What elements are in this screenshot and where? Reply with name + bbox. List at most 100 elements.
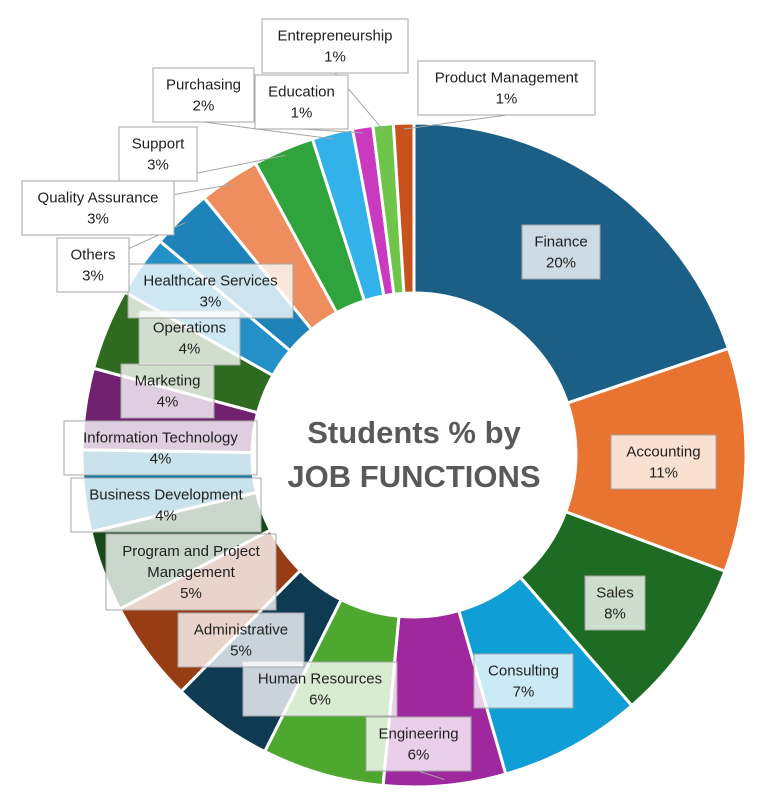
data-label-text: Education 1%	[268, 84, 335, 122]
data-label-category: Education	[268, 84, 335, 101]
data-label-value: 5%	[230, 643, 252, 660]
data-label-value: 8%	[604, 606, 626, 623]
data-label-text: Purchasing 2%	[166, 77, 241, 115]
data-label-text: Sales 8%	[596, 585, 634, 623]
data-label-value: 6%	[408, 747, 430, 764]
data-label-category: Quality Assurance	[38, 190, 159, 207]
data-label-text: Support 3%	[132, 136, 185, 174]
data-label-category: Consulting	[488, 663, 559, 680]
data-label-box	[365, 716, 472, 772]
data-label-category: Accounting	[626, 444, 700, 461]
slice-product-management	[391, 121, 416, 295]
chart-data-labels: Finance 20% Accounting 11% Sales 8% Consulting…	[21, 18, 717, 772]
data-label-value: 4%	[150, 451, 172, 468]
data-label-box	[138, 310, 241, 366]
data-label-box	[521, 224, 601, 280]
data-label-category: Entrepreneurship	[277, 28, 392, 45]
leader-line-product-management	[403, 114, 507, 130]
data-label-box	[120, 363, 215, 419]
data-label-value: 3%	[82, 268, 104, 285]
data-label-box	[254, 74, 349, 130]
data-label-box	[473, 653, 574, 709]
data-label-text: Product Management 1%	[435, 70, 579, 108]
data-label-value: 7%	[513, 684, 535, 701]
data-label-value: 3%	[200, 294, 222, 311]
data-label-category: Management	[147, 564, 235, 581]
chart-title-line-2: JOB FUNCTIONS	[287, 459, 540, 494]
data-label-text: Others 3%	[70, 247, 115, 285]
data-label-box	[127, 263, 294, 319]
data-label-text: Finance 20%	[534, 234, 587, 272]
data-label-education: Education 1%	[254, 74, 349, 130]
data-label-text: Operations 4%	[153, 320, 226, 358]
data-label-text: Consulting 7%	[488, 663, 559, 701]
data-label-category: Finance	[534, 234, 587, 251]
data-label-value: 4%	[179, 341, 201, 358]
data-label-value: 3%	[87, 211, 109, 228]
data-label-value: 3%	[147, 157, 169, 174]
data-label-box	[105, 533, 277, 611]
data-label-text: Marketing 4%	[135, 373, 201, 411]
data-label-category: Business Development	[89, 487, 243, 504]
data-label-box	[584, 575, 646, 631]
data-label-box	[63, 420, 258, 476]
data-label-product-management: Product Management 1%	[417, 60, 596, 116]
data-label-box	[70, 477, 262, 533]
data-label-category: Operations	[153, 320, 226, 337]
data-label-value: 11%	[649, 465, 678, 482]
data-label-category: Program and Project	[122, 543, 260, 560]
data-label-category: Product Management	[435, 70, 579, 87]
leader-line-engineering	[418, 770, 445, 781]
chart-center-title: Students % by JOB FUNCTIONS	[287, 415, 540, 494]
data-label-category: Healthcare Services	[143, 273, 277, 290]
data-label-value: 5%	[180, 585, 202, 602]
data-label-value: 2%	[193, 98, 215, 115]
data-label-accounting: Accounting 11%	[610, 434, 717, 490]
data-label-finance: Finance 20%	[521, 224, 601, 280]
data-label-value: 6%	[309, 692, 331, 709]
data-label-text: Quality Assurance 3%	[38, 190, 159, 228]
data-label-box	[152, 67, 255, 123]
data-label-box	[56, 237, 130, 293]
data-label-value: 1%	[291, 105, 313, 122]
data-label-category: Sales	[596, 585, 634, 602]
data-label-box	[242, 661, 398, 717]
data-label-others: Others 3%	[56, 237, 130, 293]
leader-line-purchasing	[203, 121, 334, 140]
data-label-support: Support 3%	[118, 126, 198, 182]
data-label-category: Support	[132, 136, 185, 153]
data-label-category: Marketing	[135, 373, 201, 390]
data-label-healthcare-services: Healthcare Services 3%	[127, 263, 294, 319]
data-label-box	[177, 612, 305, 668]
data-label-value: 20%	[546, 255, 576, 272]
data-label-sales: Sales 8%	[584, 575, 646, 631]
data-label-box	[118, 126, 198, 182]
data-label-value: 4%	[155, 508, 177, 525]
data-label-category: Others	[70, 247, 115, 264]
data-label-text: Information Technology 4%	[83, 430, 238, 468]
data-label-marketing: Marketing 4%	[120, 363, 215, 419]
data-label-value: 1%	[496, 91, 518, 108]
data-label-business-development: Business Development 4%	[70, 477, 262, 533]
data-label-category: Administrative	[194, 622, 288, 639]
data-label-box	[417, 60, 596, 116]
data-label-operations: Operations 4%	[138, 310, 241, 366]
data-label-text: Accounting 11%	[626, 444, 700, 482]
data-label-consulting: Consulting 7%	[473, 653, 574, 709]
data-label-category: Information Technology	[83, 430, 238, 447]
chart-title-line-1: Students % by	[307, 415, 521, 450]
data-label-text: Business Development 4%	[89, 487, 243, 525]
data-label-text: Healthcare Services 3%	[143, 273, 277, 311]
data-label-value: 4%	[157, 394, 179, 411]
data-label-category: Purchasing	[166, 77, 241, 94]
leader-line-education	[301, 128, 364, 134]
